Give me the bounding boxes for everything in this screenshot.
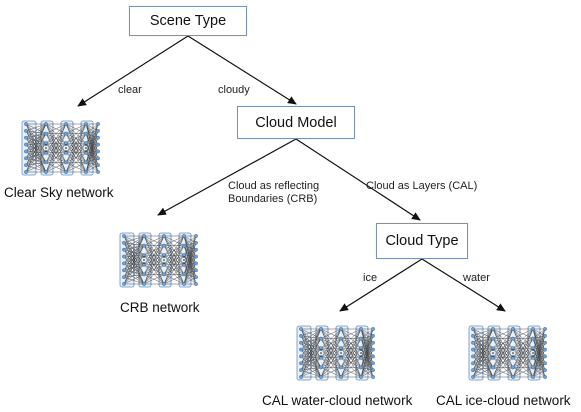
crb-network-caption: CRB network	[120, 300, 200, 315]
scene-type-label: Scene Type	[149, 13, 227, 29]
arrow-cloud-type-to-cal-ice	[421, 258, 506, 312]
arrow-scene-to-clear-sky	[77, 35, 189, 107]
clear-sky-network-icon	[21, 120, 100, 176]
arrow-cloud-model-to-cloud-type	[295, 138, 421, 221]
scene-type-node: Scene Type	[129, 6, 247, 36]
cal-ice-network-icon	[468, 325, 547, 381]
clear-sky-network-caption: Clear Sky network	[4, 185, 114, 200]
arrow-cloud-model-to-crb	[157, 138, 297, 216]
cloud-model-node: Cloud Model	[237, 106, 355, 139]
edge-label-ice: ice	[363, 272, 378, 284]
arrow-cloud-type-to-cal-water	[339, 258, 423, 312]
crb-network-icon	[119, 232, 198, 288]
edge-label-crb: Cloud as reflecting Boundaries (CRB)	[228, 180, 319, 206]
cloud-model-label: Cloud Model	[255, 114, 337, 131]
edge-label-crb-line1: Cloud as reflecting	[228, 180, 320, 192]
edge-label-cal: Cloud as Layers (CAL)	[366, 180, 478, 192]
edge-label-cloudy: cloudy	[218, 84, 250, 96]
cal-water-network-icon	[296, 325, 375, 381]
cal-ice-network-caption: CAL ice-cloud network	[436, 393, 571, 408]
cloud-type-label: Cloud Type	[385, 233, 459, 249]
edge-label-water: water	[463, 272, 490, 284]
edge-label-clear: clear	[118, 84, 142, 96]
cal-water-network-caption: CAL water-cloud network	[262, 393, 413, 408]
arrow-scene-to-cloud-model	[187, 35, 297, 105]
cloud-type-node: Cloud Type	[376, 223, 468, 259]
edge-label-crb-line2: Boundaries (CRB)	[228, 193, 318, 205]
